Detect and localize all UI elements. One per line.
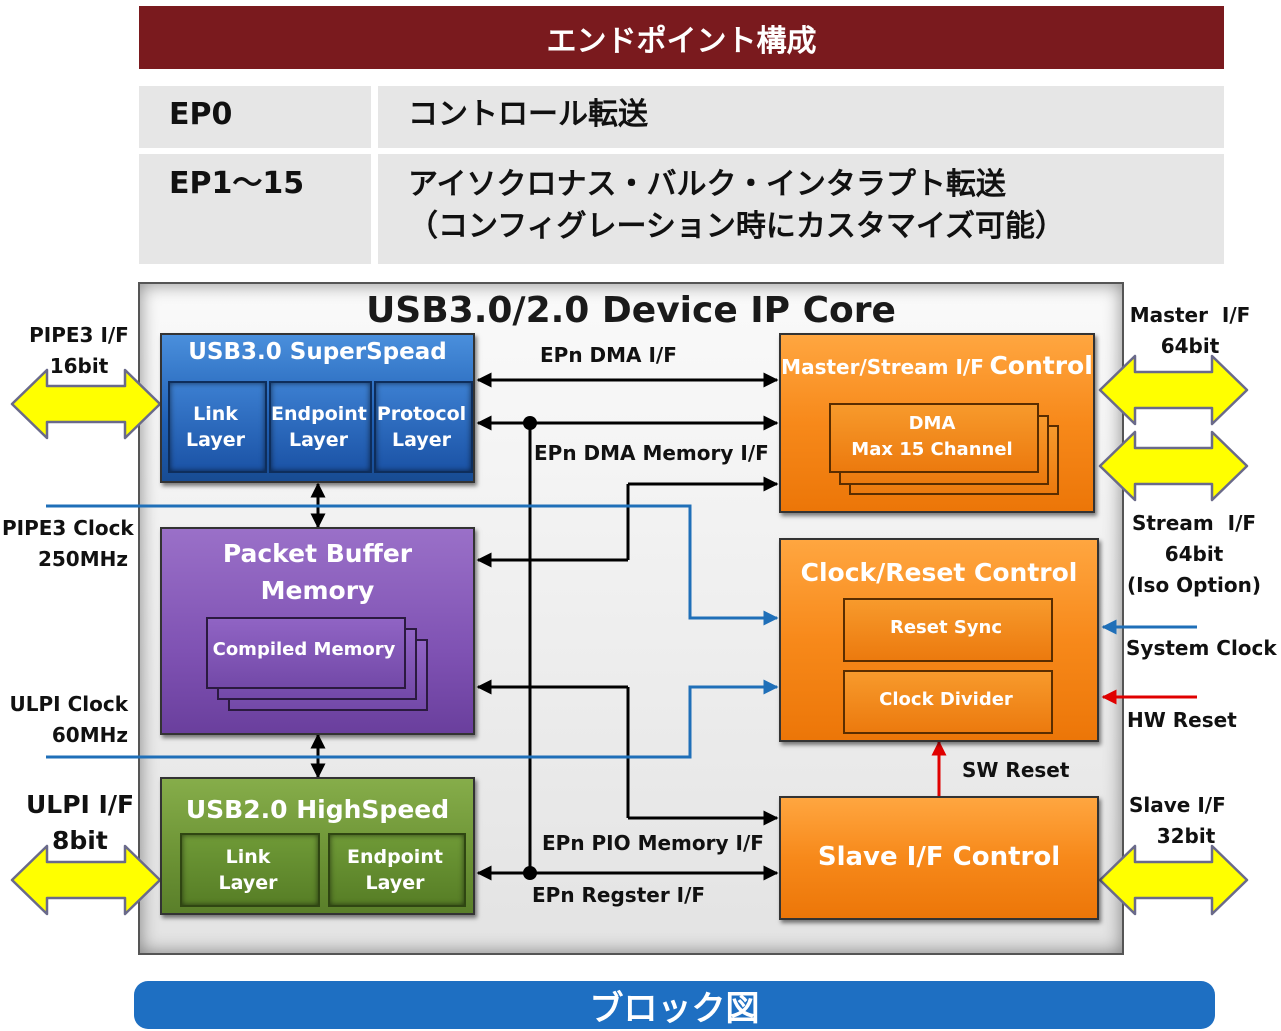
- packet-buffer-block: Packet Buffer Memory EP0/EP1-15 Compiled…: [160, 527, 475, 735]
- usb3-link-label-2: Layer: [186, 429, 245, 451]
- clock-reset-control-block: Clock/Reset Control Reset Sync Clock Div…: [779, 538, 1099, 742]
- ep0-desc: コントロール転送: [408, 97, 648, 132]
- slave-if-arrow-icon: [1098, 844, 1249, 916]
- table-row-ep1-id: EP1～15: [139, 154, 371, 264]
- usb2-link-layer: Link Layer: [180, 833, 320, 907]
- ep1-desc-line2: （コンフィグレーション時にカスタマイズ可能）: [408, 209, 1065, 244]
- ep1-label: EP1～15: [169, 166, 305, 201]
- ulpi-if-label-2: 8bit: [52, 826, 108, 855]
- master-title-b: Control: [989, 351, 1093, 380]
- header-title: エンドポイント構成: [139, 6, 1224, 69]
- usb3-link-layer: Link Layer: [168, 381, 267, 473]
- master-stream-control-block: Master/Stream I/F Control DMA Max 15 Cha…: [779, 333, 1095, 513]
- usb3-protocol-layer: Protocol Layer: [374, 381, 473, 473]
- usb2-endpoint-label-1: Endpoint: [347, 846, 443, 868]
- table-row-ep0-id: EP0: [139, 86, 371, 148]
- usb2-endpoint-layer: Endpoint Layer: [328, 833, 466, 907]
- footer-title: ブロック図: [134, 981, 1215, 1029]
- usb3-protocol-label-2: Layer: [392, 429, 451, 451]
- clock-title: Clock/Reset Control: [800, 558, 1078, 587]
- stream-if-label-1: Stream I/F: [1131, 511, 1257, 535]
- master-if-label-2: 64bit: [1160, 334, 1220, 358]
- stream-if-label-2: 64bit: [1164, 542, 1224, 566]
- usb2-highspeed-block: USB2.0 HighSpeed Link Layer Endpoint Lay…: [160, 777, 475, 915]
- reset-sync-box: Reset Sync: [843, 598, 1053, 662]
- ip-core-title: USB3.0/2.0 Device IP Core: [366, 290, 896, 331]
- usb3-protocol-label-1: Protocol: [376, 403, 467, 425]
- ep1-desc-line1: アイソクロナス・バルク・インタラプト転送: [408, 167, 1006, 202]
- register-if-label: EPn Regster I/F: [532, 883, 706, 907]
- usb3-endpoint-layer: Endpoint Layer: [269, 381, 372, 473]
- hw-reset-label: HW Reset: [1127, 708, 1237, 732]
- pipe3-clock-label-1: PIPE3 Clock: [2, 516, 134, 540]
- usb3-link-label-1: Link: [193, 403, 238, 425]
- pipe3-if-label-2: 16bit: [49, 354, 109, 378]
- usb2-title: USB2.0 HighSpeed: [185, 795, 450, 824]
- dma-label-1: DMA: [908, 413, 956, 434]
- master-if-label-1: Master I/F: [1129, 303, 1251, 327]
- usb2-endpoint-label-2: Layer: [365, 872, 425, 894]
- compiled-memory-label: Compiled Memory: [212, 639, 396, 660]
- ulpi-if-label-1: ULPI I/F: [26, 790, 135, 819]
- usb3-endpoint-label-2: Layer: [289, 429, 348, 451]
- reset-sync-label: Reset Sync: [889, 617, 1003, 638]
- stream-if-label-3: (Iso Option): [1126, 573, 1262, 597]
- clock-divider-label: Clock Divider: [879, 689, 1013, 710]
- table-row-ep0-desc: コントロール転送: [378, 86, 1224, 148]
- usb3-endpoint-label-1: Endpoint: [271, 403, 367, 425]
- pio-memory-if-label: EPn PIO Memory I/F: [542, 831, 764, 855]
- clock-divider-box: Clock Divider: [843, 670, 1053, 734]
- usb3-superspeed-block: USB3.0 SuperSpead Link Layer Endpoint La…: [160, 333, 475, 483]
- pipe3-clock-label-2: 250MHz: [37, 547, 128, 571]
- dma-if-label: EPn DMA I/F: [540, 343, 677, 367]
- compiled-memory-box: Compiled Memory: [206, 617, 406, 689]
- slave-if-label-2: 32bit: [1156, 824, 1216, 848]
- ulpi-clock-label-1: ULPI Clock: [9, 692, 128, 716]
- ep0-label: EP0: [169, 97, 233, 132]
- slave-if-label-1: Slave I/F: [1129, 793, 1226, 817]
- stream-if-arrow-icon: [1098, 430, 1249, 502]
- usb2-link-label-1: Link: [225, 846, 271, 868]
- master-title-a: Master/Stream I/F: [781, 355, 984, 379]
- dma-label-2: Max 15 Channel: [851, 439, 1013, 460]
- sw-reset-label: SW Reset: [962, 758, 1070, 782]
- system-clock-label: System Clock: [1126, 636, 1277, 660]
- dma-box: DMA Max 15 Channel: [829, 403, 1039, 473]
- master-if-arrow-icon: [1098, 354, 1249, 426]
- usb2-link-label-2: Layer: [218, 872, 278, 894]
- slave-title: Slave I/F Control: [817, 842, 1061, 872]
- dma-memory-if-label: EPn DMA Memory I/F: [534, 441, 769, 465]
- table-row-ep1-desc: アイソクロナス・バルク・インタラプト転送 （コンフィグレーション時にカスタマイズ…: [378, 154, 1224, 264]
- master-title: Master/Stream I/F Control: [781, 351, 1093, 380]
- slave-control-block: Slave I/F Control: [779, 796, 1099, 920]
- packet-title-1: Packet Buffer Memory: [222, 539, 413, 605]
- ulpi-clock-label-2: 60MHz: [51, 723, 128, 747]
- usb3-title: USB3.0 SuperSpead: [188, 339, 447, 365]
- pipe3-if-label-1: PIPE3 I/F: [29, 323, 129, 347]
